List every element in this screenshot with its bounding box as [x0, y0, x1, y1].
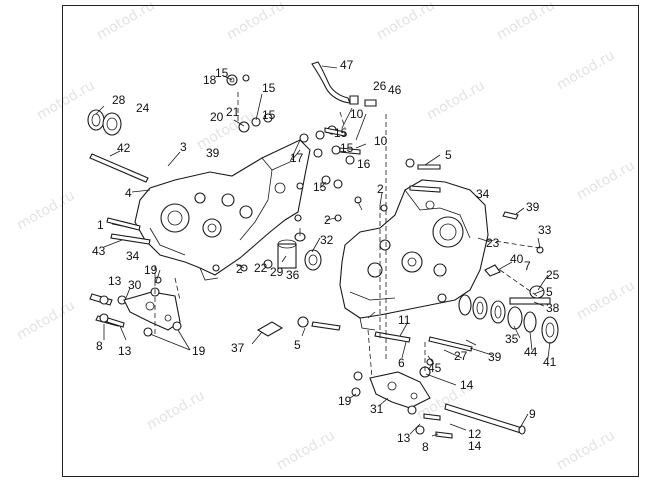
studs-and-bolts	[89, 153, 526, 439]
bearing-stack	[437, 211, 559, 344]
callout-2: 2	[377, 182, 384, 196]
callout-42: 42	[117, 141, 131, 155]
callout-35: 35	[505, 332, 519, 346]
callout-39: 39	[488, 350, 502, 364]
callout-20: 20	[210, 110, 224, 124]
callout-15: 15	[313, 180, 327, 194]
callout-34: 34	[476, 187, 490, 201]
alignment-lines	[154, 92, 541, 379]
callout-2: 2	[236, 262, 243, 276]
gasket-37	[256, 321, 284, 337]
breather-hose	[311, 61, 377, 107]
callout-37: 37	[231, 341, 245, 355]
callout-13: 13	[108, 274, 122, 288]
engine-mount-bracket-left	[123, 276, 182, 337]
callout-12: 12	[468, 427, 482, 441]
callout-5: 5	[546, 285, 553, 299]
callout-19: 19	[144, 263, 158, 277]
callout-30: 30	[128, 278, 142, 292]
callout-38: 38	[546, 301, 560, 315]
callout-5: 5	[294, 338, 301, 352]
callout-26: 26	[373, 79, 387, 93]
callout-10: 10	[350, 107, 364, 121]
callout-18: 18	[203, 73, 217, 87]
callout-44: 44	[524, 345, 538, 359]
callout-6: 6	[398, 356, 405, 370]
callout-41: 41	[543, 355, 557, 369]
callout-23: 23	[486, 236, 500, 250]
callout-46: 46	[388, 83, 402, 97]
callout-1: 1	[97, 218, 104, 232]
seal-parts	[87, 109, 122, 136]
callout-22: 22	[254, 261, 268, 275]
fastener-cluster-top	[212, 74, 388, 272]
right-crankcase	[339, 179, 489, 331]
callout-31: 31	[370, 402, 384, 416]
callout-5: 5	[445, 148, 452, 162]
callout-9: 9	[529, 407, 536, 421]
callout-10: 10	[374, 134, 388, 148]
callout-labels: 47 15 18 15 26 46 28 24 21 20 15 10 15 1…	[92, 58, 560, 454]
callout-19: 19	[338, 394, 352, 408]
left-crankcase	[134, 139, 311, 281]
callout-8: 8	[422, 440, 429, 454]
leader-lines	[95, 65, 551, 437]
callout-39: 39	[526, 200, 540, 214]
callout-36: 36	[286, 268, 300, 282]
callout-47: 47	[340, 58, 354, 72]
callout-45: 45	[428, 361, 442, 375]
callout-40: 40	[510, 252, 524, 266]
callout-32: 32	[320, 233, 334, 247]
callout-7: 7	[524, 259, 531, 273]
callout-11: 11	[398, 313, 411, 327]
callout-28: 28	[112, 93, 126, 107]
callout-33: 33	[538, 223, 552, 237]
callout-16: 16	[357, 157, 371, 171]
callout-14: 14	[460, 378, 474, 392]
diagram-frame	[62, 5, 639, 477]
callout-17: 17	[290, 151, 304, 165]
callout-15: 15	[340, 141, 354, 155]
callout-15: 15	[215, 66, 229, 80]
callout-13: 13	[118, 344, 132, 358]
callout-15: 15	[262, 81, 276, 95]
callout-43: 43	[92, 244, 106, 258]
callout-34: 34	[126, 249, 140, 263]
callout-15: 15	[262, 108, 276, 122]
callout-29: 29	[270, 265, 284, 279]
callout-19: 19	[192, 344, 206, 358]
callout-4: 4	[125, 186, 132, 200]
callout-3: 3	[180, 140, 187, 154]
callout-21: 21	[226, 105, 240, 119]
callout-24: 24	[136, 101, 150, 115]
callout-13: 13	[397, 431, 411, 445]
callout-14: 14	[468, 439, 482, 453]
callout-2: 2	[324, 213, 331, 227]
callout-25: 25	[546, 268, 560, 282]
callout-27: 27	[454, 349, 468, 363]
callout-8: 8	[96, 339, 103, 353]
callout-15: 15	[334, 126, 348, 140]
callout-39: 39	[206, 146, 220, 160]
engine-mount-bracket-right	[351, 358, 434, 435]
